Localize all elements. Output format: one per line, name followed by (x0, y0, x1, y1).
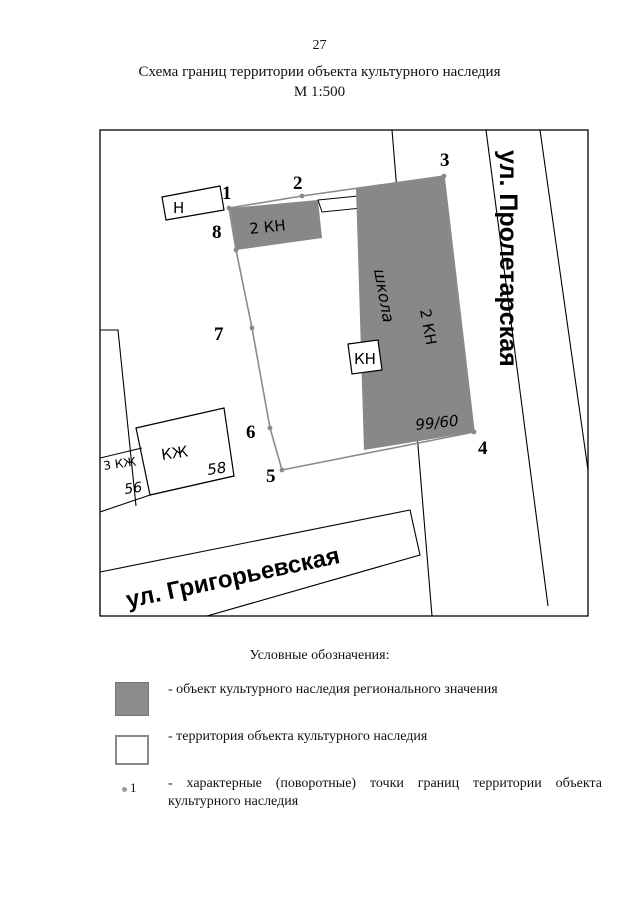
label-3kzh: 3 КЖ (102, 455, 137, 473)
scheme-title: Схема границ территории объекта культурн… (0, 62, 639, 102)
building-n (161, 185, 225, 221)
connector-passage (317, 195, 363, 213)
legend-heading: Условные обозначения: (249, 648, 390, 663)
street-label-proletarskaya: ул. Пролетарская (494, 150, 522, 367)
page-number: 27 (312, 38, 327, 53)
boundary-point-5-marker (279, 467, 285, 473)
point-label-3: 3 (440, 150, 450, 171)
label-kzh: КЖ (160, 442, 189, 464)
grigorievskaya-street (100, 509, 421, 616)
point-label-4: 4 (478, 438, 488, 459)
lot-boundary-south (100, 475, 235, 513)
house-number-58: 58 (206, 458, 227, 478)
proletarskaya-roadway-right (539, 130, 588, 471)
label-n: Н (173, 199, 184, 217)
legend-swatch-territory (115, 735, 149, 765)
legend-swatch-point: 1 (122, 780, 137, 796)
heritage-building-small (230, 200, 322, 250)
legend-text-territory: - территория объекта культурного наследи… (168, 729, 428, 744)
map-frame (99, 129, 589, 617)
legend-text-heritage-object: - объект культурного наследия региональн… (168, 682, 498, 697)
boundary-point-4-marker (471, 429, 477, 435)
lot-divider (100, 447, 143, 459)
boundary-point-2-marker (299, 193, 305, 199)
house-number-56: 56 (123, 480, 143, 498)
heritage-building-school (356, 176, 474, 450)
building-kn (347, 339, 383, 375)
legend-text-points: - характерные (поворотные) точки границ … (168, 776, 602, 809)
boundary-point-1-marker (226, 205, 232, 211)
point-label-1: 1 (222, 183, 232, 204)
proletarskaya-roadway-left (485, 130, 549, 607)
point-marker-icon (122, 786, 127, 792)
map-content: Н 2 КН школа 2 КН КН КЖ 3 КЖ 99/60 56 58… (100, 130, 588, 616)
point-label-5: 5 (266, 466, 276, 487)
boundary-point-6-marker (267, 425, 273, 431)
point-label-6: 6 (246, 422, 256, 443)
legend-point-label: 1 (130, 780, 137, 795)
label-2kn-small: 2 КН (249, 216, 287, 238)
point-label-7: 7 (214, 324, 224, 345)
house-number-99-60: 99/60 (415, 412, 460, 434)
scale-label: М 1:500 (293, 84, 346, 100)
point-label-8: 8 (212, 222, 222, 243)
scheme-title-line1: Схема границ территории объекта культурн… (138, 64, 501, 80)
legend-swatch-heritage-object (115, 682, 149, 716)
boundary-point-8-marker (233, 247, 239, 253)
left-lot-boundary (100, 329, 137, 507)
boundary-point-3-marker (441, 173, 447, 179)
boundary-point-7-marker (249, 325, 255, 331)
label-kn: КН (354, 350, 376, 368)
point-label-2: 2 (293, 173, 303, 194)
